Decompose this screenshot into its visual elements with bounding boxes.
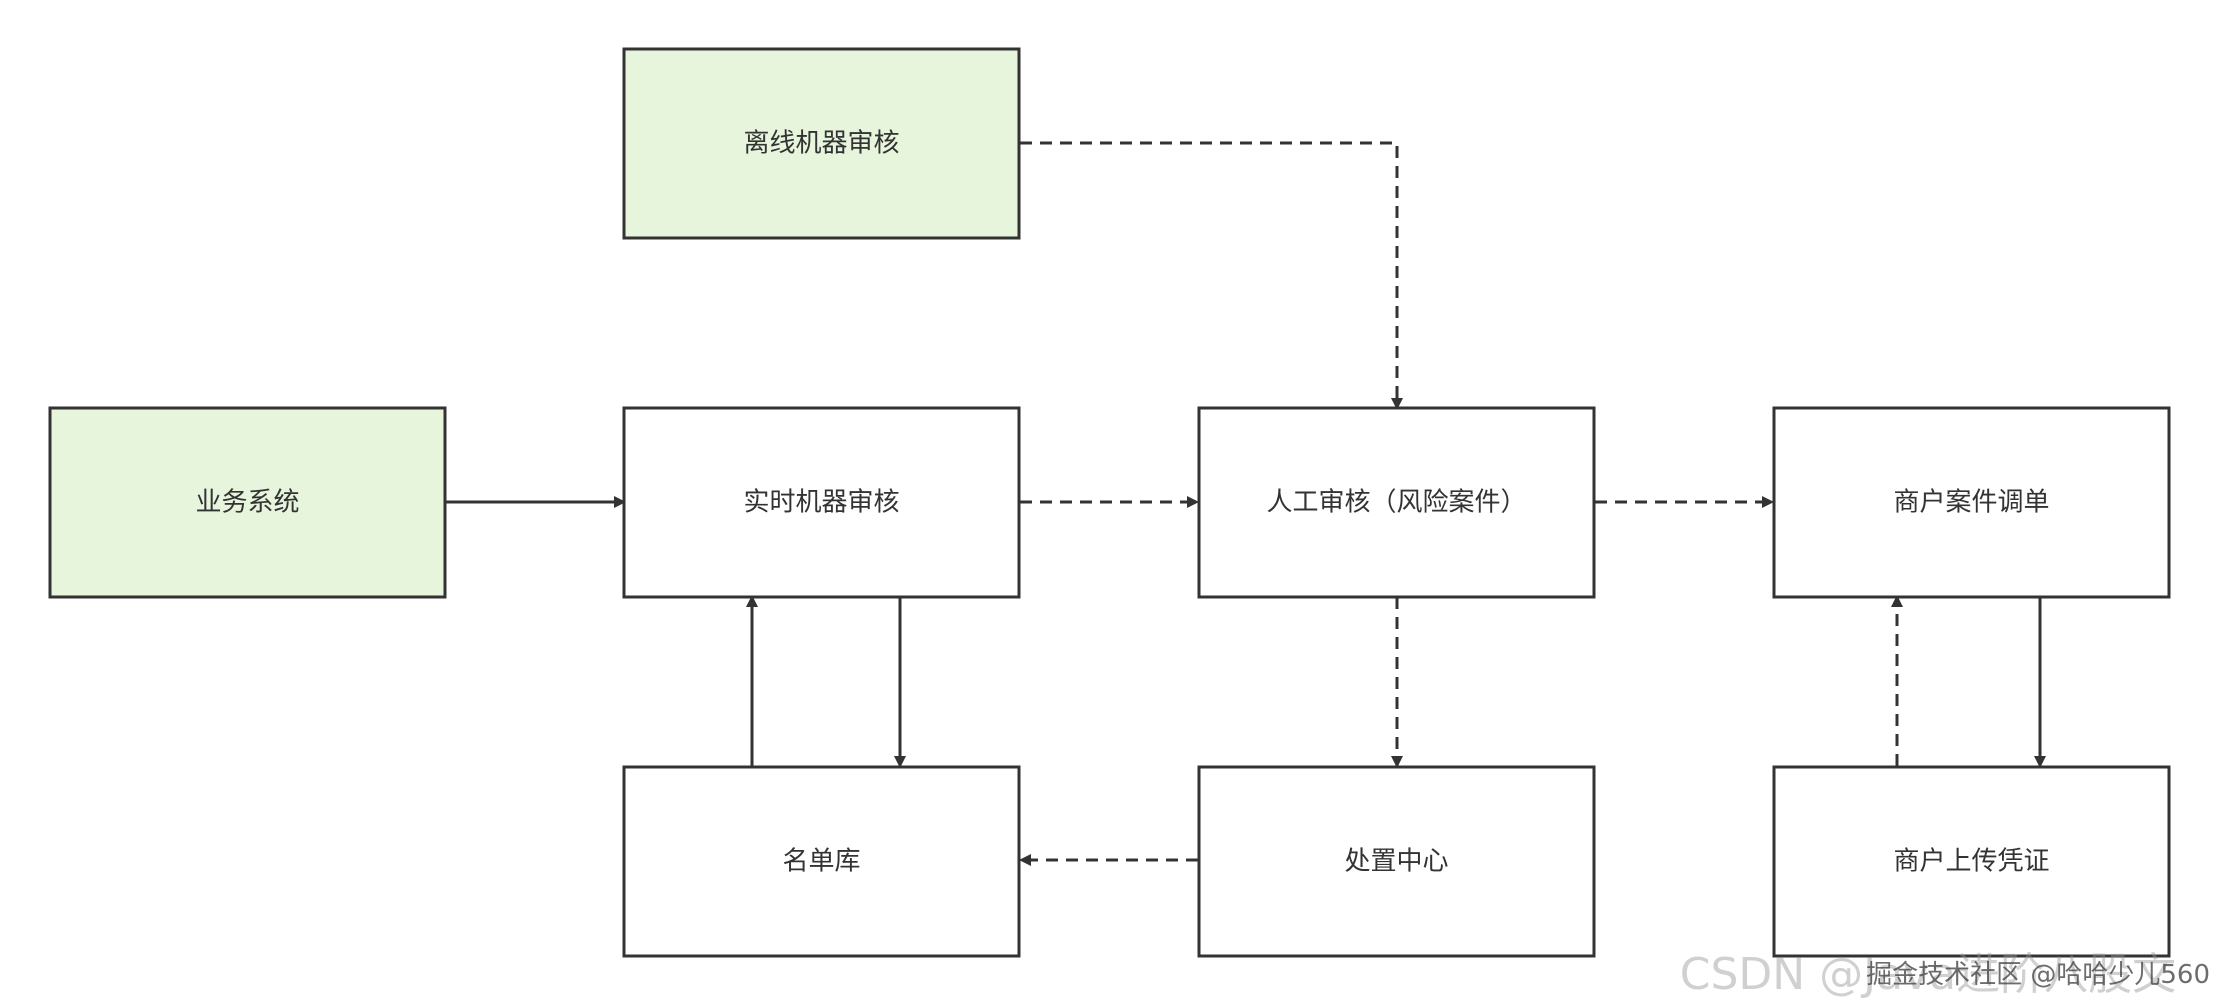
edge-offline-to-manual bbox=[1020, 141, 1403, 410]
node-offline-review-label: 离线机器审核 bbox=[743, 129, 899, 159]
node-offline-review[interactable]: 离线机器审核 bbox=[622, 47, 1021, 240]
node-merchant-upload-label: 商户上传凭证 bbox=[1893, 847, 2049, 877]
node-realtime-review-label: 实时机器审核 bbox=[743, 488, 899, 518]
node-name-list-label: 名单库 bbox=[782, 847, 860, 877]
node-realtime-review[interactable]: 实时机器审核 bbox=[622, 406, 1021, 599]
node-business-system[interactable]: 业务系统 bbox=[48, 406, 447, 599]
node-disposal-center[interactable]: 处置中心 bbox=[1197, 765, 1596, 958]
node-merchant-case[interactable]: 商户案件调单 bbox=[1772, 406, 2171, 599]
node-name-list[interactable]: 名单库 bbox=[622, 765, 1021, 958]
nodes: 离线机器审核 业务系统 实时机器审核 人工审核（风险案件） 商户案件调单 名单库… bbox=[48, 47, 2171, 958]
node-merchant-case-label: 商户案件调单 bbox=[1893, 488, 2049, 518]
node-manual-review-label: 人工审核（风险案件） bbox=[1266, 488, 1526, 518]
node-manual-review[interactable]: 人工审核（风险案件） bbox=[1197, 406, 1596, 599]
node-merchant-upload[interactable]: 商户上传凭证 bbox=[1772, 765, 2171, 958]
node-disposal-center-label: 处置中心 bbox=[1344, 847, 1448, 877]
edges bbox=[445, 141, 2046, 866]
node-business-system-label: 业务系统 bbox=[195, 488, 299, 518]
